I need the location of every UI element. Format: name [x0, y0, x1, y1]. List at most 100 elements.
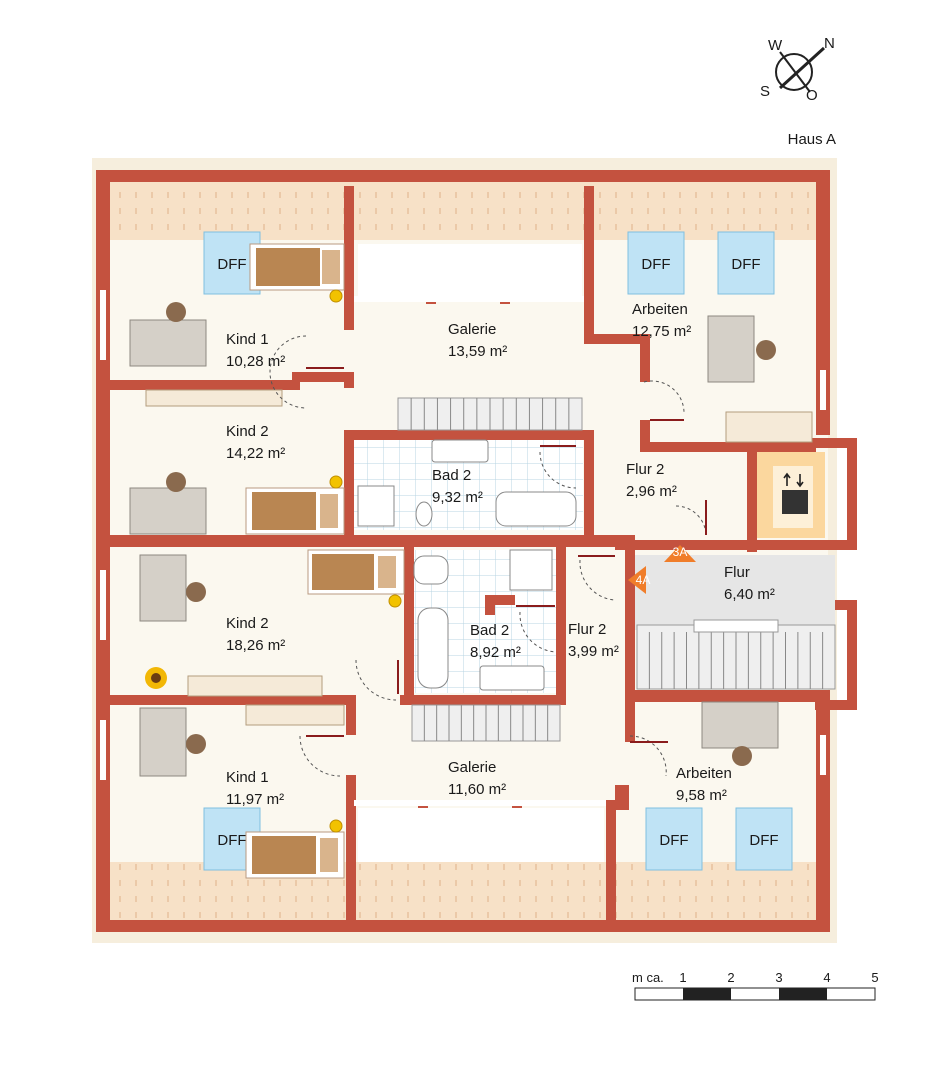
room-kind2-lower-name: Kind 2	[226, 615, 269, 632]
dff-window-3	[717, 231, 775, 295]
lamp-icon	[329, 289, 343, 303]
room-arbeiten-top-area: 12,75 m²	[632, 323, 691, 340]
shelf	[245, 704, 345, 726]
door-leaves	[306, 367, 707, 743]
room-labels: Kind 1 10,28 m² Galerie 13,59 m² Arbeite…	[226, 301, 775, 808]
lift-icon	[782, 490, 808, 514]
void-top	[358, 244, 582, 296]
room-flur2-lower-area: 3,99 m²	[568, 643, 619, 660]
scale-bar: m ca. 1 2 3 4 5	[632, 970, 879, 1001]
room-flur-area: 6,40 m²	[724, 586, 775, 603]
room-flur2-upper-area: 2,96 m²	[626, 483, 677, 500]
room-flur2-upper-name: Flur 2	[626, 461, 664, 478]
dff-label-5: DFF	[659, 832, 688, 849]
room-flur2-lower-name: Flur 2	[568, 621, 606, 638]
bathtub-icon	[417, 607, 449, 689]
dff-window-2	[627, 231, 685, 295]
chair-icon	[186, 734, 206, 754]
beds	[245, 243, 405, 879]
bathtub-icon	[495, 491, 577, 527]
room-bad2-lower-area: 8,92 m²	[470, 644, 521, 661]
roof-slope-top-lines	[108, 178, 828, 240]
room-kind2-lower-area: 18,26 m²	[226, 637, 285, 654]
dff-label-4: DFF	[217, 832, 246, 849]
door-swings	[269, 335, 707, 777]
room-bad2-lower-name: Bad 2	[470, 622, 509, 639]
desk-icon	[707, 315, 755, 383]
compass-o: O	[806, 87, 818, 104]
sink-icon	[431, 439, 489, 463]
desk-icon	[139, 554, 187, 622]
shower-icon	[357, 485, 395, 527]
room-galerie-top-name: Galerie	[448, 321, 496, 338]
wardrobe	[725, 411, 813, 443]
page-title: Haus A	[787, 131, 836, 148]
dff-window-6	[735, 807, 793, 871]
room-kind1-top-name: Kind 1	[226, 331, 269, 348]
desk-icon	[129, 319, 207, 367]
room-arbeiten-bottom-area: 9,58 m²	[676, 787, 727, 804]
marker-3a-label: 3A	[673, 545, 688, 559]
scale-unit: m ca.	[632, 970, 664, 985]
dff-label-6: DFF	[749, 832, 778, 849]
room-galerie-top-area: 13,59 m²	[448, 343, 507, 360]
chair-icon	[166, 302, 186, 322]
compass-n: N	[824, 35, 835, 52]
chairs	[166, 302, 776, 766]
sink-icon	[479, 665, 545, 691]
stair-lower	[411, 704, 561, 742]
shelves	[145, 389, 813, 726]
dff-label-3: DFF	[731, 256, 760, 273]
toilet-icon	[415, 501, 433, 527]
lamp-icon	[329, 475, 343, 489]
room-flur-name: Flur	[724, 564, 750, 581]
shower-icon	[509, 549, 553, 591]
bed-icon	[245, 831, 345, 879]
room-bad2-upper-area: 9,32 m²	[432, 489, 483, 506]
roof-slope-bottom-lines	[108, 862, 828, 926]
compass-s: S	[760, 83, 770, 100]
room-kind1-bottom-name: Kind 1	[226, 769, 269, 786]
bed-icon	[307, 549, 405, 595]
room-kind2-upper-area: 14,22 m²	[226, 445, 285, 462]
scale-tick-label: 4	[823, 970, 830, 985]
dff-label-1: DFF	[217, 256, 246, 273]
bed-icon	[249, 243, 345, 291]
scale-tick-label: 1	[679, 970, 686, 985]
room-arbeiten-bottom-name: Arbeiten	[676, 765, 732, 782]
room-galerie-bottom-name: Galerie	[448, 759, 496, 776]
room-arbeiten-top-name: Arbeiten	[632, 301, 688, 318]
shelf	[145, 389, 283, 407]
lift-arrows-icon	[783, 472, 804, 488]
flower-icon	[145, 667, 167, 689]
room-bad2-upper-name: Bad 2	[432, 467, 471, 484]
toilet-icon	[413, 555, 449, 585]
scale-tick-label: 2	[727, 970, 734, 985]
marker-4a: 4A	[628, 566, 650, 594]
stair-upper	[397, 397, 583, 431]
compass-w: W	[768, 37, 783, 54]
marker-3a: 3A	[664, 545, 696, 562]
bed-icon	[245, 487, 345, 535]
dff-window-5	[645, 807, 703, 871]
room-kind1-top-area: 10,28 m²	[226, 353, 285, 370]
gable-windows	[100, 290, 856, 806]
dff-label-2: DFF	[641, 256, 670, 273]
desk-icon	[701, 701, 779, 749]
scale-tick-label: 3	[775, 970, 782, 985]
chair-icon	[186, 582, 206, 602]
lamp-icon	[388, 594, 402, 608]
stair-main	[636, 619, 836, 690]
chair-icon	[756, 340, 776, 360]
scale-tick-label: 5	[871, 970, 878, 985]
lamps	[329, 289, 402, 833]
desk-icon	[129, 487, 207, 535]
bath-fixtures	[357, 439, 577, 691]
desks	[129, 315, 779, 777]
desk-icon	[139, 707, 187, 777]
marker-4a-label: 4A	[636, 573, 651, 587]
void-bottom	[358, 808, 604, 862]
shelf	[187, 675, 323, 697]
chair-icon	[732, 746, 752, 766]
